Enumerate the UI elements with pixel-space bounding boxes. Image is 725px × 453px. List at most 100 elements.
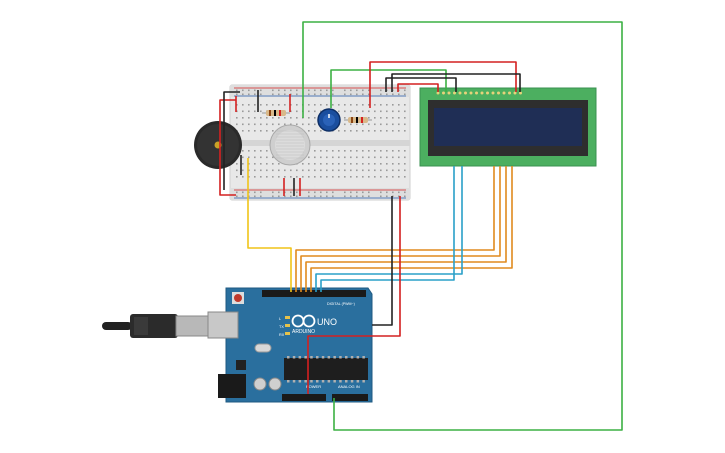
breadboard-hole xyxy=(314,93,316,96)
breadboard-hole xyxy=(386,191,388,194)
breadboard-hole xyxy=(272,117,274,119)
power-jack xyxy=(218,374,246,398)
breadboard-hole xyxy=(350,130,352,132)
breadboard-hole xyxy=(332,156,334,159)
breadboard-hole xyxy=(320,163,322,165)
wire-red-5v xyxy=(307,196,401,394)
breadboard-hole xyxy=(254,104,256,106)
breadboard-hole xyxy=(260,104,262,106)
potentiometer[interactable] xyxy=(317,108,341,132)
breadboard-hole xyxy=(338,130,340,132)
breadboard-hole xyxy=(320,89,322,92)
breadboard-hole xyxy=(386,163,388,165)
breadboard-hole xyxy=(386,176,388,178)
arduino-uno[interactable]: ARDUINO UNO DIGITAL (PWM~) POWER ANALOG … xyxy=(207,287,373,403)
resistor-left[interactable] xyxy=(262,110,290,116)
breadboard-hole xyxy=(236,117,238,119)
breadboard-hole xyxy=(242,93,244,96)
breadboard-hole xyxy=(278,169,280,172)
breadboard-hole xyxy=(308,195,310,198)
digital-header[interactable] xyxy=(262,290,366,297)
breadboard-hole xyxy=(386,156,388,159)
breadboard-hole xyxy=(248,123,250,126)
breadboard-hole xyxy=(398,191,400,194)
breadboard-hole xyxy=(266,156,268,159)
power-header-pins[interactable] xyxy=(282,394,326,401)
breadboard-hole xyxy=(368,169,370,172)
breadboard-hole xyxy=(278,117,280,119)
breadboard-hole xyxy=(242,163,244,165)
breadboard-hole xyxy=(368,150,370,152)
breadboard-hole xyxy=(260,163,262,165)
breadboard-hole xyxy=(326,150,328,152)
lcd-16x2[interactable] xyxy=(419,87,597,167)
breadboard-hole xyxy=(356,176,358,178)
chip-pin xyxy=(316,356,319,359)
breadboard-hole xyxy=(362,110,364,113)
lcd-pin xyxy=(502,91,506,95)
breadboard-hole xyxy=(332,89,334,92)
resistor-right[interactable] xyxy=(344,117,372,123)
breadboard-hole xyxy=(260,117,262,119)
breadboard-hole xyxy=(362,89,364,92)
gas-sensor[interactable] xyxy=(269,124,311,166)
breadboard-hole xyxy=(380,176,382,178)
breadboard-hole xyxy=(248,93,250,96)
breadboard-hole xyxy=(386,110,388,113)
breadboard-hole xyxy=(272,163,274,165)
piezo-buzzer[interactable] xyxy=(194,121,242,169)
breadboard[interactable] xyxy=(229,84,411,201)
breadboard-hole xyxy=(260,176,262,178)
analog-label: ANALOG IN xyxy=(338,384,360,389)
breadboard-hole xyxy=(368,195,370,198)
lcd-pin xyxy=(447,91,451,95)
breadboard-hole xyxy=(272,130,274,132)
breadboard-hole xyxy=(314,169,316,172)
breadboard-hole xyxy=(398,156,400,159)
breadboard-hole xyxy=(356,150,358,152)
usb-cable[interactable] xyxy=(102,314,209,338)
reset-button[interactable] xyxy=(234,294,242,302)
breadboard-hole xyxy=(254,93,256,96)
chip-pin xyxy=(345,356,348,359)
chip-pin xyxy=(321,380,325,383)
wire-orange-1 xyxy=(295,166,495,292)
breadboard-hole xyxy=(362,123,364,126)
breadboard-hole xyxy=(260,169,262,172)
breadboard-hole xyxy=(278,163,280,165)
wire-black-lcd-2 xyxy=(391,73,521,92)
breadboard-hole xyxy=(368,191,370,194)
l-led-label: L xyxy=(279,317,281,321)
lcd-pin xyxy=(464,91,467,95)
breadboard-hole xyxy=(386,123,388,126)
chip-pin xyxy=(310,380,313,383)
breadboard-hole xyxy=(254,191,256,194)
breadboard-hole xyxy=(380,195,382,198)
breadboard-hole xyxy=(296,123,298,126)
breadboard-hole xyxy=(242,123,244,126)
breadboard-hole xyxy=(392,163,394,165)
breadboard-hole xyxy=(278,191,280,194)
arduino-brand: ARDUINO xyxy=(292,329,315,335)
breadboard-hole xyxy=(380,110,382,113)
breadboard-hole xyxy=(332,195,334,198)
breadboard-hole xyxy=(302,169,304,172)
breadboard-hole xyxy=(392,150,394,152)
breadboard-hole xyxy=(398,93,400,96)
lcd-pin xyxy=(469,91,473,95)
breadboard-hole xyxy=(374,150,376,152)
lcd-pin xyxy=(508,91,511,95)
breadboard-hole xyxy=(308,130,310,132)
chip-pins xyxy=(287,356,365,383)
breadboard-hole xyxy=(344,104,346,106)
breadboard-hole xyxy=(332,176,334,178)
chip-pin xyxy=(356,380,360,383)
breadboard-hole xyxy=(362,176,364,178)
chip-pin xyxy=(345,380,348,383)
analog-header-pins[interactable] xyxy=(332,394,368,401)
breadboard-hole xyxy=(368,93,370,96)
breadboard-hole xyxy=(386,130,388,132)
breadboard-hole xyxy=(248,104,250,106)
breadboard-hole xyxy=(314,150,316,152)
breadboard-hole xyxy=(242,104,244,106)
